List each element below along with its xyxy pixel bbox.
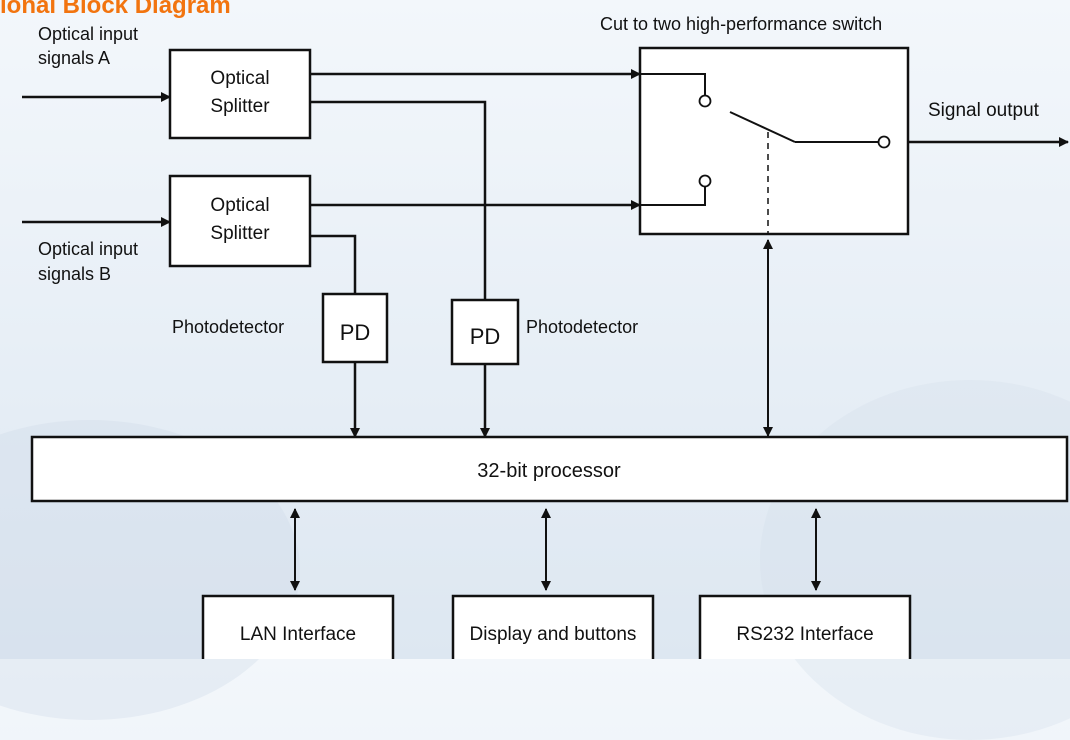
rs232-interface-block [698,594,912,659]
splitter-bottom-label: Splitter [210,223,270,244]
input-b-label: Optical input [38,239,138,259]
pd-left-label: Photodetector [172,317,284,337]
rs232-interface-label: RS232 Interface [736,624,873,645]
lan-interface-label: LAN Interface [240,624,356,645]
switch-contact-b [698,174,712,188]
pd-right-label: Photodetector [526,317,638,337]
diagram-title: ional Block Diagram [0,0,231,19]
switch-internal-path-a [640,73,706,97]
signal-output-label: Signal output [928,100,1040,121]
input-b-label: signals B [38,264,111,284]
pd-left-box-label: PD [340,320,371,345]
splitter-bottom-to-pd-left [310,234,357,294]
switch-internal-path-b [640,186,706,206]
switch-contact-a [698,94,712,108]
splitter-top-to-pd-right [310,100,487,300]
optical-splitter-top [168,48,312,140]
splitter-top-label: Optical [210,68,269,89]
lan-interface-block [201,594,395,659]
splitter-bottom-label: Optical [210,195,269,216]
input-a-label: Optical input [38,24,138,44]
optical-splitter-bottom [168,174,312,268]
photodetector-left [321,292,389,364]
switch-blade [729,111,796,143]
processor-label: 32-bit processor [477,460,621,482]
switch-common-contact [877,135,891,149]
splitter-top-label: Splitter [210,96,270,117]
display-buttons-label: Display and buttons [470,624,637,645]
photodetector-right [450,298,520,366]
block-diagram: Optical input signals A Optical Splitter… [22,14,1069,659]
processor-block [30,435,1069,503]
switch-caption: Cut to two high-performance switch [600,14,882,34]
pd-right-box-label: PD [470,324,501,349]
input-a-label: signals A [38,48,110,68]
display-buttons-block [451,594,655,659]
